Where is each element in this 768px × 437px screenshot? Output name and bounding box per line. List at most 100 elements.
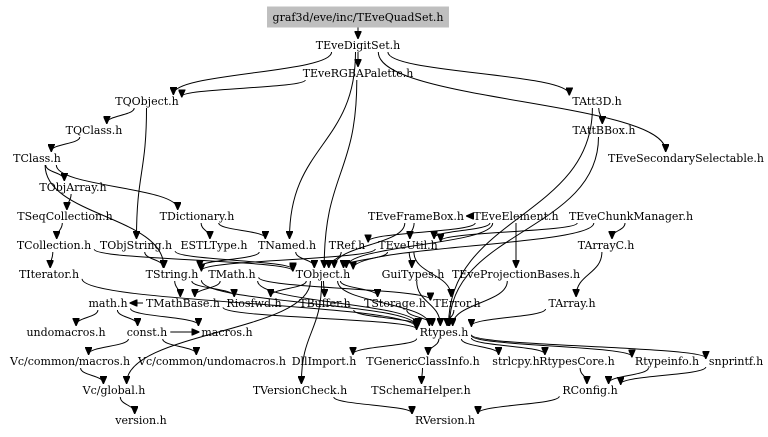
node-label: TEveElement.h xyxy=(473,210,558,223)
node-rtypeinfo[interactable]: Rtypeinfo.h xyxy=(635,355,699,368)
edge-rconfig-to-rversion xyxy=(478,395,560,413)
node-tbuffer[interactable]: TBuffer.h xyxy=(299,297,350,310)
node-label: version.h xyxy=(114,414,166,427)
node-vcmacros[interactable]: Vc/common/macros.h xyxy=(9,355,130,368)
node-esltype[interactable]: ESTLType.h xyxy=(181,239,248,252)
node-label: RtypesCore.h xyxy=(539,355,615,368)
node-tobjstring[interactable]: TObjString.h xyxy=(100,239,172,252)
node-tnamed[interactable]: TNamed.h xyxy=(258,239,316,252)
node-tobjarray[interactable]: TObjArray.h xyxy=(39,181,106,194)
node-label: TAtt3D.h xyxy=(572,95,621,108)
node-tcollection[interactable]: TCollection.h xyxy=(17,239,91,252)
node-digitset[interactable]: TEveDigitSet.h xyxy=(316,39,400,52)
edge-chunkmgr-to-tobject xyxy=(353,222,595,268)
root-node-box xyxy=(267,6,449,28)
node-label: TEveFrameBox.h xyxy=(368,210,464,223)
node-tqobject[interactable]: TQObject.h xyxy=(115,95,179,108)
node-titerator[interactable]: TIterator.h xyxy=(19,268,79,281)
node-label: TError.h xyxy=(433,297,480,310)
node-strlcpy[interactable]: strlcpy.h xyxy=(492,355,539,368)
node-label: TEveSecondarySelectable.h xyxy=(608,152,764,165)
edge-rgba-to-tqobject xyxy=(182,79,306,96)
node-rversion[interactable]: RVersion.h xyxy=(415,414,475,427)
node-label: TCollection.h xyxy=(17,239,91,252)
node-tgenclassinfo[interactable]: TGenericClassInfo.h xyxy=(366,355,479,368)
edge-tobject-to-vcglobal xyxy=(127,280,311,383)
edge-rtypes-to-tgenclassinfo xyxy=(428,338,440,354)
node-tstring[interactable]: TString.h xyxy=(146,268,199,281)
node-rtypescore[interactable]: RtypesCore.h xyxy=(539,355,615,368)
node-tmath[interactable]: TMath.h xyxy=(208,268,255,281)
node-chunkmgr[interactable]: TEveChunkManager.h xyxy=(569,210,693,223)
edges-layer xyxy=(44,24,707,413)
edge-tnamed-to-tstring xyxy=(200,251,260,267)
edge-tmath-to-rtypes xyxy=(257,280,419,325)
node-element[interactable]: TEveElement.h xyxy=(473,210,558,223)
node-label: graf3d/eve/inc/TEveQuadSet.h xyxy=(273,11,444,24)
edge-tobjstring-to-tstring xyxy=(144,251,164,267)
node-tmathbase[interactable]: TMathBase.h xyxy=(146,297,220,310)
edge-eveutil-to-terror xyxy=(413,251,451,296)
node-label: TObjArray.h xyxy=(39,181,106,194)
node-tattbbox[interactable]: TAttBBox.h xyxy=(573,124,636,137)
node-versionh[interactable]: version.h xyxy=(114,414,166,427)
node-macros[interactable]: macros.h xyxy=(201,326,252,339)
node-riosfwd[interactable]: Riosfwd.h xyxy=(226,297,281,310)
node-snprintf[interactable]: snprintf.h xyxy=(709,355,763,368)
edge-consth-to-vcmacros xyxy=(89,338,129,354)
node-rgba[interactable]: TEveRGBAPalette.h xyxy=(303,67,414,80)
node-secsel[interactable]: TEveSecondarySelectable.h xyxy=(608,152,764,165)
node-mathh[interactable]: math.h xyxy=(88,297,127,310)
node-label: TStorage.h xyxy=(364,297,426,310)
node-dllimport[interactable]: DllImport.h xyxy=(292,355,357,368)
edge-rtypes-to-rtypescore xyxy=(470,337,545,354)
node-terror[interactable]: TError.h xyxy=(433,297,480,310)
node-tstorage[interactable]: TStorage.h xyxy=(364,297,426,310)
edge-rtypeinfo-to-rconfig xyxy=(609,367,649,383)
edge-rtypescore-to-rconfig xyxy=(579,367,587,383)
node-tref[interactable]: TRef.h xyxy=(329,239,365,252)
edge-tobject-to-rtypes xyxy=(337,280,430,325)
node-tschemahelper[interactable]: TSchemaHelper.h xyxy=(371,384,470,397)
edge-vcmacros-to-vcglobal xyxy=(80,367,104,383)
node-tarrayc[interactable]: TArrayC.h xyxy=(578,239,635,252)
edge-rgba-to-tobject xyxy=(324,79,358,267)
node-consth[interactable]: const.h xyxy=(127,326,168,339)
node-tdictionary[interactable]: TDictionary.h xyxy=(160,210,235,223)
node-label: RVersion.h xyxy=(415,414,475,427)
node-label: TRef.h xyxy=(329,239,365,252)
node-undomacros[interactable]: undomacros.h xyxy=(26,326,105,339)
node-label: snprintf.h xyxy=(709,355,763,368)
node-label: TMathBase.h xyxy=(146,297,220,310)
node-rtypes[interactable]: Rtypes.h xyxy=(420,326,469,339)
edge-framebox-to-tobject xyxy=(334,222,406,267)
node-label: TEveUtil.h xyxy=(378,239,437,252)
node-root[interactable]: graf3d/eve/inc/TEveQuadSet.h xyxy=(267,6,449,28)
edge-snprintf-to-rconfig xyxy=(621,366,707,384)
node-vcglobal[interactable]: Vc/global.h xyxy=(82,384,146,397)
node-framebox[interactable]: TEveFrameBox.h xyxy=(368,210,464,223)
node-vcundomacros[interactable]: Vc/common/undomacros.h xyxy=(137,355,286,368)
node-projbases[interactable]: TEveProjectionBases.h xyxy=(452,268,580,281)
node-label: TObjString.h xyxy=(100,239,172,252)
edge-tversioncheck-to-rversion xyxy=(333,396,412,413)
edge-guitypes-to-rtypes xyxy=(416,280,441,325)
node-eveutil[interactable]: TEveUtil.h xyxy=(378,239,437,252)
edge-tstorage-to-rtypes xyxy=(406,309,432,325)
edge-tcollection-to-titerator xyxy=(50,251,53,267)
edge-tstring-to-rtypes xyxy=(200,280,416,326)
node-tversioncheck[interactable]: TVersionCheck.h xyxy=(253,384,347,397)
node-label: undomacros.h xyxy=(26,326,105,339)
node-tqclass[interactable]: TQClass.h xyxy=(66,124,123,137)
node-label: TClass.h xyxy=(13,152,61,165)
node-rconfig[interactable]: RConfig.h xyxy=(562,384,617,397)
node-tatt3d[interactable]: TAtt3D.h xyxy=(572,95,621,108)
node-guitypes[interactable]: GuiTypes.h xyxy=(382,268,445,281)
node-tclass[interactable]: TClass.h xyxy=(13,152,61,165)
nodes-layer: graf3d/eve/inc/TEveQuadSet.hTEveDigitSet… xyxy=(9,6,764,427)
edge-tbuffer-to-rtypes xyxy=(353,309,417,325)
node-tseqcoll[interactable]: TSeqCollection.h xyxy=(17,210,112,223)
node-tobject[interactable]: TObject.h xyxy=(296,268,350,281)
node-tarray[interactable]: TArray.h xyxy=(548,297,595,310)
